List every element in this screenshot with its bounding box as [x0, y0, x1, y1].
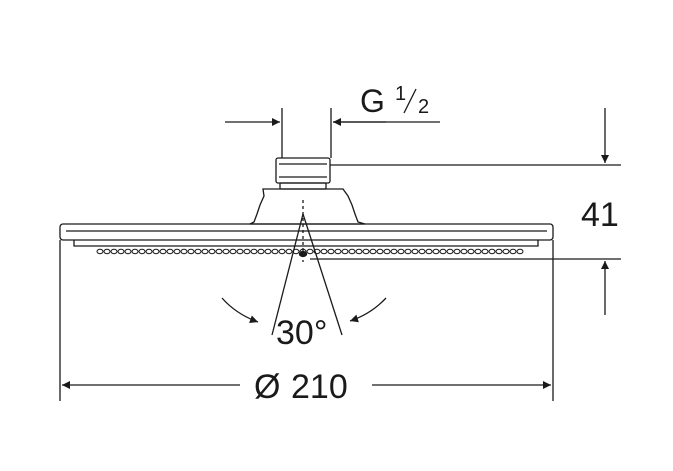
nozzle: [460, 248, 468, 255]
nozzle: [341, 248, 349, 255]
nozzle: [173, 248, 181, 255]
nozzle: [390, 248, 398, 255]
nozzle: [439, 248, 447, 255]
nozzle: [264, 248, 272, 255]
nozzle: [425, 248, 433, 255]
shower-body: [249, 188, 366, 225]
angle-arc-left: [221, 297, 259, 324]
nozzle: [369, 248, 377, 255]
height-label: 41: [581, 196, 619, 234]
angle-label: 30°: [276, 314, 327, 352]
nozzle: [159, 248, 167, 255]
nozzle: [516, 248, 524, 255]
nozzle: [180, 248, 188, 255]
nozzle: [257, 248, 265, 255]
nozzle: [124, 248, 132, 255]
nozzle: [488, 248, 496, 255]
nozzle: [474, 248, 482, 255]
connector-nut: [275, 157, 331, 184]
nozzle: [96, 248, 104, 255]
nozzle: [117, 248, 125, 255]
nozzle: [229, 248, 237, 255]
nozzle: [194, 248, 202, 255]
nozzle: [285, 248, 293, 255]
nozzle: [327, 248, 335, 255]
nozzle: [166, 248, 174, 255]
nozzle: [236, 248, 244, 255]
nozzle: [131, 248, 139, 255]
nozzle: [103, 248, 111, 255]
nozzle: [397, 248, 405, 255]
nozzle-row: [96, 248, 524, 258]
nozzle: [509, 248, 517, 255]
connector-neck: [279, 182, 327, 190]
nozzle: [208, 248, 216, 255]
nozzle: [432, 248, 440, 255]
nozzle: [334, 248, 342, 255]
nozzle: [376, 248, 384, 255]
nozzle: [201, 248, 209, 255]
diameter-label: 210: [291, 368, 348, 406]
nozzle: [152, 248, 160, 255]
nozzle: [467, 248, 475, 255]
nozzle: [306, 248, 314, 255]
thread-fraction-bar: [403, 88, 417, 114]
nozzle: [271, 248, 279, 255]
nozzle: [187, 248, 195, 255]
spray-line-right: [302, 213, 343, 336]
angle-arc-right: [349, 297, 387, 323]
thread-numerator: 1: [395, 83, 406, 105]
nozzle: [110, 248, 118, 255]
nozzle: [250, 248, 258, 255]
nozzle: [138, 248, 146, 255]
diameter-symbol: Ø: [254, 368, 280, 406]
nozzle: [278, 248, 286, 255]
nozzle: [453, 248, 461, 255]
spray-line-left: [271, 213, 304, 336]
nozzle: [320, 248, 328, 255]
nozzle: [355, 248, 363, 255]
nozzle: [383, 248, 391, 255]
nozzle: [313, 248, 321, 255]
nozzle: [348, 248, 356, 255]
nozzle: [222, 248, 230, 255]
nozzle: [145, 248, 153, 255]
nozzle: [418, 248, 426, 255]
nozzle: [502, 248, 510, 255]
nozzle: [404, 248, 412, 255]
nozzle: [446, 248, 454, 255]
thread-prefix: G: [360, 83, 385, 119]
nozzle: [481, 248, 489, 255]
nozzle: [411, 248, 419, 255]
nozzle: [215, 248, 223, 255]
nozzle: [495, 248, 503, 255]
shower-head-outline: [59, 157, 554, 247]
nozzle: [362, 248, 370, 255]
nozzle: [243, 248, 251, 255]
thread-denominator: 2: [418, 96, 429, 118]
